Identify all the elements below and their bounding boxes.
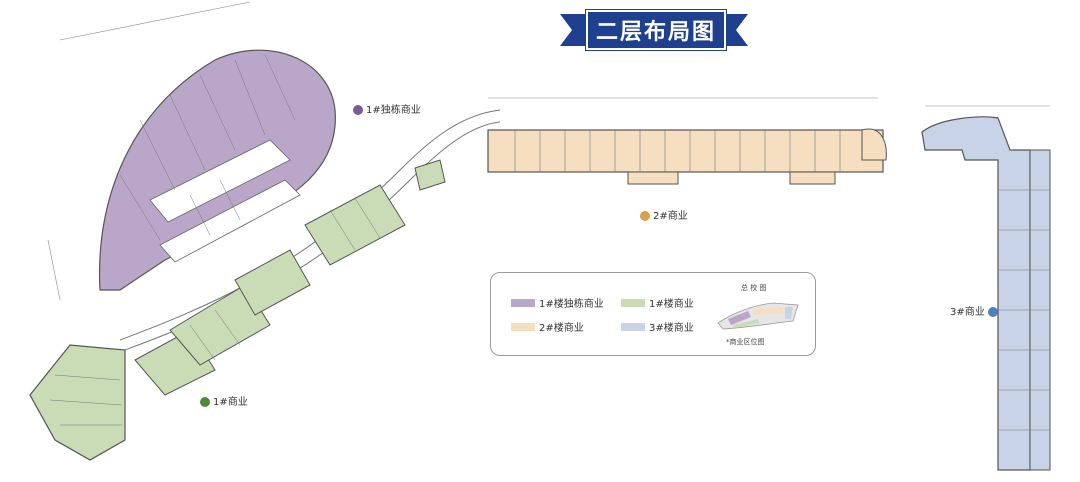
building-label-2: 2#商业 [640,207,688,222]
banner-ribbon-right [722,14,748,46]
banner-ribbon-left [560,14,586,46]
building-label-3: 3#商业 [950,303,1001,318]
legend-item: 1#楼独栋商业 [511,295,604,310]
page-title: 二层布局图 [585,9,727,51]
building-1-duodong [98,49,336,291]
legend-swatch [621,322,645,331]
key-plan-title: 总 校 图 [741,284,767,292]
legend-item: 1#楼商业 [621,295,694,310]
key-plan-map [717,302,799,330]
building-label-1: 1#商业 [200,393,248,408]
building-3 [921,116,1051,471]
building-dot-icon [640,211,650,221]
legend-swatch [621,298,645,307]
building-label-1-duodong: 1#独栋商业 [353,101,421,116]
key-plan-caption: *商业区位图 [726,338,765,346]
building-dot-icon [200,397,210,407]
building-dot-icon [353,105,363,115]
legend-swatch [511,298,535,307]
legend: 1#楼独栋商业 1#楼商业 2#楼商业 3#楼商业 总 校 图 *商业区位图 [490,272,816,356]
building-dot-icon [987,307,998,317]
dimension-lines [47,1,1050,301]
legend-swatch [511,322,535,331]
building-1 [29,159,446,461]
legend-item: 2#楼商业 [511,319,584,334]
legend-item: 3#楼商业 [621,319,694,334]
building-2 [487,128,887,185]
